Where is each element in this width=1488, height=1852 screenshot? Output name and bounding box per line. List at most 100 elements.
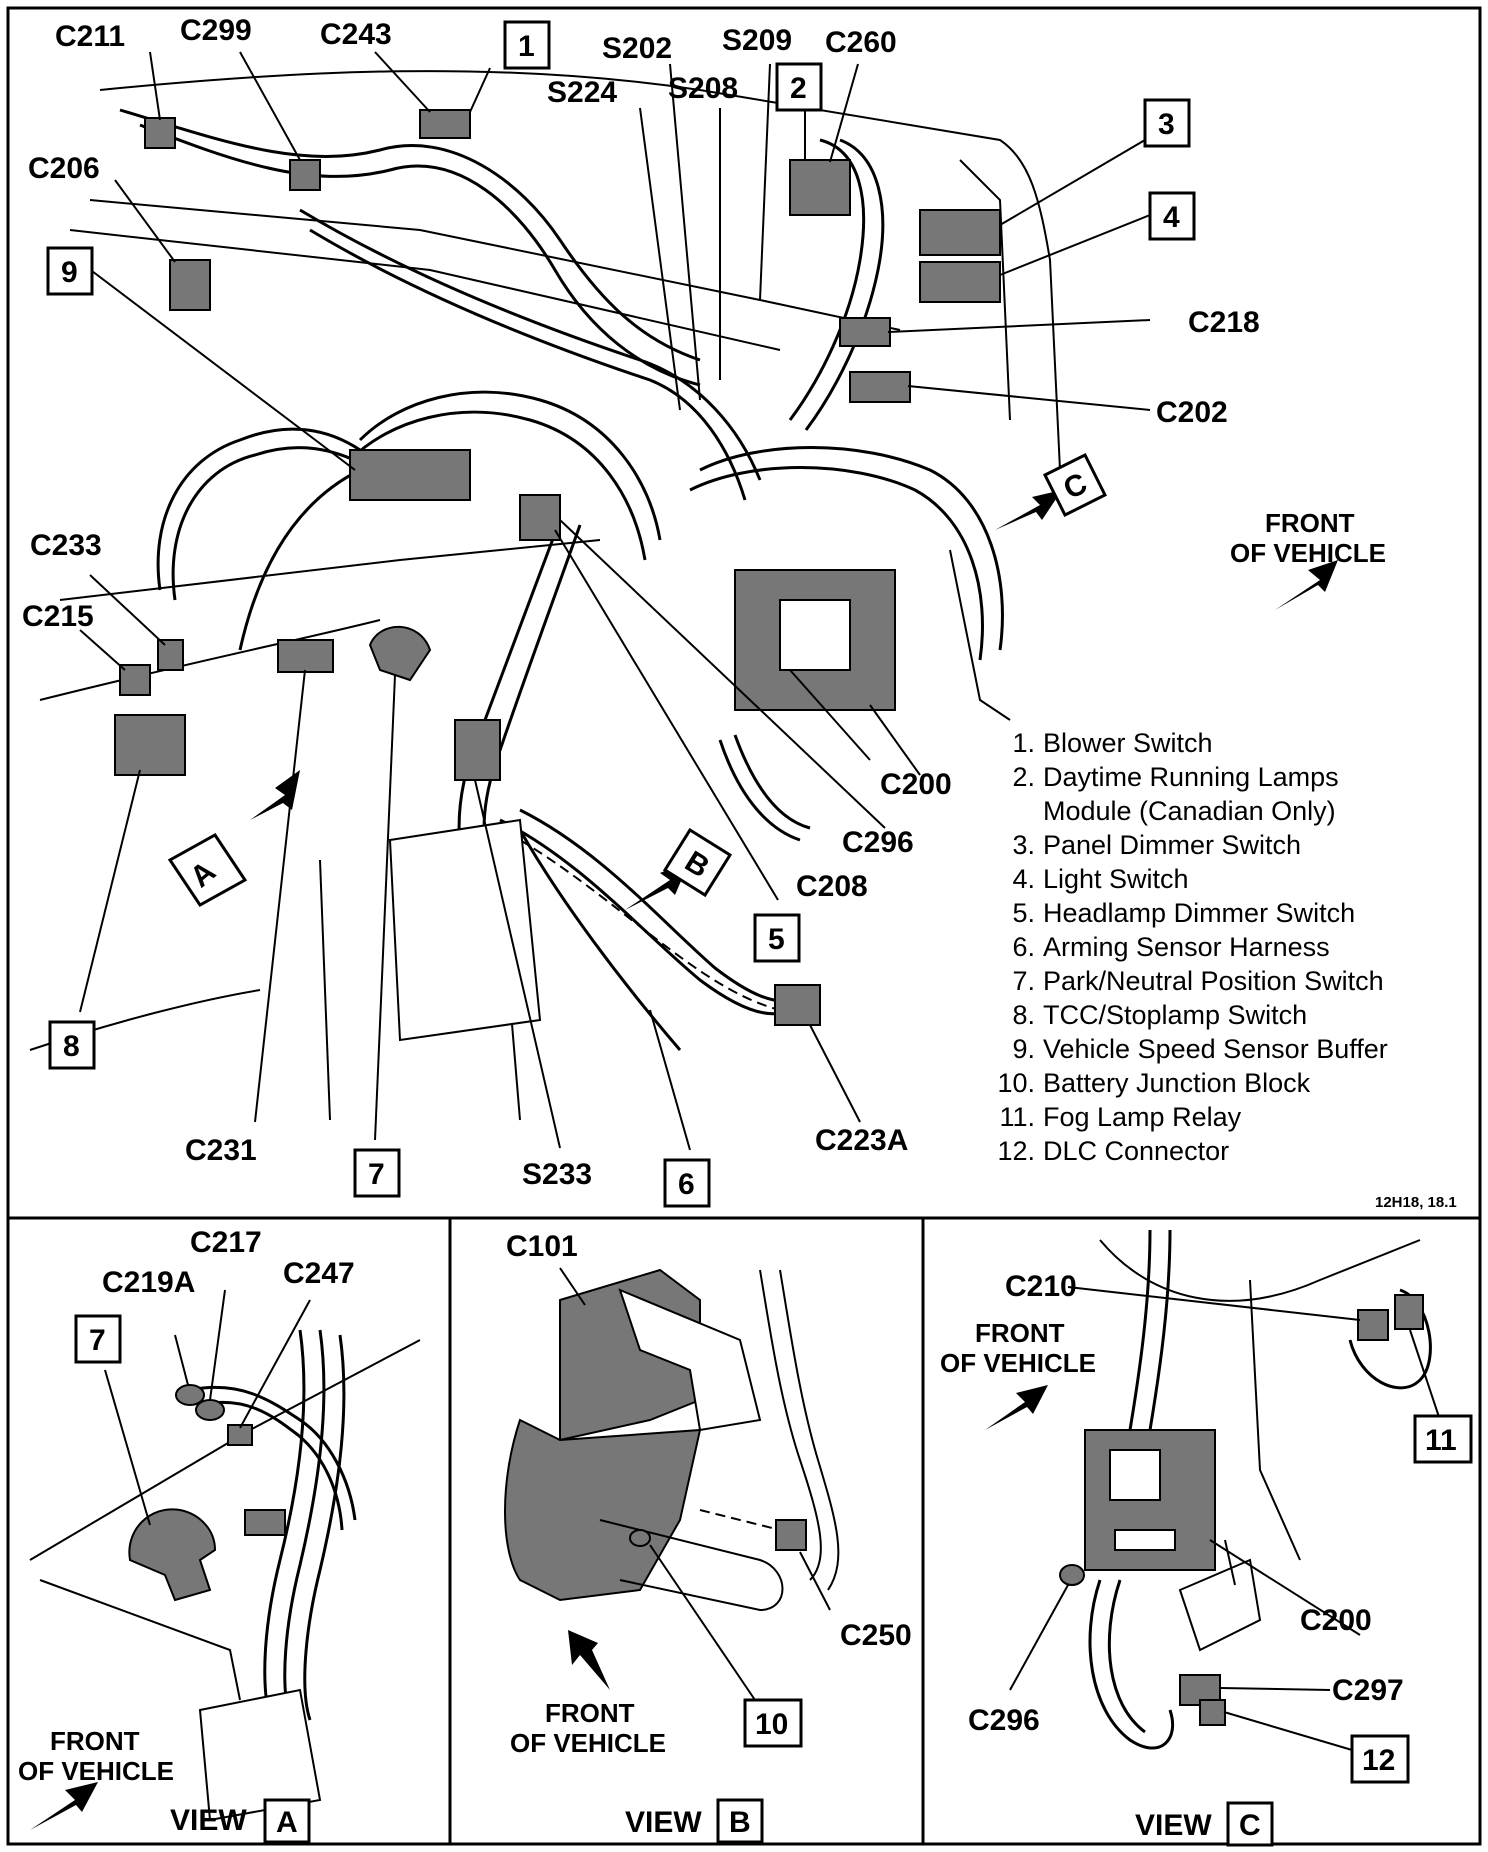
view-c: C210 C200 C296 C297 11 12 FRONT OF VEHIC… <box>940 1229 1473 1847</box>
number-3: 3 <box>1158 108 1175 141</box>
view-c-title-word: VIEW <box>1135 1809 1212 1842</box>
label-c208: C208 <box>796 870 868 903</box>
legend-num-4: 4. <box>1012 864 1035 894</box>
legend-text-2b: Module (Canadian Only) <box>1043 796 1336 826</box>
view-c-fog-lamp-relay <box>1394 1294 1424 1330</box>
label-c215: C215 <box>22 600 94 633</box>
view-c-label-c296: C296 <box>968 1704 1040 1737</box>
main-linework <box>29 70 1061 1121</box>
legend-num-2: 2. <box>1012 762 1035 792</box>
dlc-c200-face <box>779 599 851 671</box>
front-arrow-main <box>1275 560 1338 610</box>
view-c-c210-body <box>1357 1309 1389 1341</box>
view-a-label-c247: C247 <box>283 1257 355 1290</box>
legend-num-1: 1. <box>1012 728 1035 758</box>
view-arrow-b-box <box>662 827 733 898</box>
legend-text-11: Fog Lamp Relay <box>1043 1102 1242 1132</box>
view-b-label-c250: C250 <box>840 1619 912 1652</box>
front-of-vehicle-line1: FRONT <box>1265 508 1355 538</box>
view-arrows <box>167 452 1338 910</box>
view-a-label-c217: C217 <box>190 1226 262 1259</box>
legend-text-2: Daytime Running Lamps <box>1043 762 1339 792</box>
main-leader-lines <box>79 51 1151 1151</box>
label-s208: S208 <box>668 72 738 105</box>
front-of-vehicle-line2: OF VEHICLE <box>1230 538 1386 568</box>
view-b-c250-body <box>775 1519 807 1551</box>
label-c243: C243 <box>320 18 392 51</box>
view-b-number-10: 10 <box>755 1708 788 1741</box>
connector-c218-body <box>839 317 891 347</box>
legend-num-3: 3. <box>1012 830 1035 860</box>
legend-text-6: Arming Sensor Harness <box>1043 932 1330 962</box>
view-c-front-arrow <box>985 1385 1048 1430</box>
view-a-number-7: 7 <box>89 1324 106 1357</box>
view-c-label-c210: C210 <box>1005 1270 1077 1303</box>
label-s202: S202 <box>602 32 672 65</box>
view-c-front-line2: OF VEHICLE <box>940 1348 1096 1378</box>
legend-num-5: 5. <box>1012 898 1035 928</box>
legend-num-7: 7. <box>1012 966 1035 996</box>
label-c223a: C223A <box>815 1124 908 1157</box>
legend-num-11: 11. <box>999 1102 1035 1132</box>
view-b-label-c101: C101 <box>506 1230 578 1263</box>
number-8: 8 <box>63 1030 80 1063</box>
view-b-front-line2: OF VEHICLE <box>510 1728 666 1758</box>
label-c202: C202 <box>1156 396 1228 429</box>
number-2: 2 <box>790 72 807 105</box>
legend-num-8: 8. <box>1012 1000 1035 1030</box>
legend-text-12: DLC Connector <box>1043 1136 1229 1166</box>
connector-c202-body <box>849 371 911 403</box>
main-number-boxes <box>46 20 1196 1208</box>
connector-c208-body <box>519 494 561 541</box>
view-a-label-c219a: C219A <box>102 1266 195 1299</box>
legend-num-9: 9. <box>1012 1034 1035 1064</box>
legend-text-9: Vehicle Speed Sensor Buffer <box>1043 1034 1388 1064</box>
label-s209: S209 <box>722 24 792 57</box>
label-s224: S224 <box>547 76 617 109</box>
label-c218: C218 <box>1188 306 1260 339</box>
number-6: 6 <box>678 1168 695 1201</box>
label-c233: C233 <box>30 529 102 562</box>
number-1: 1 <box>518 30 535 63</box>
view-a-front-arrow <box>30 1782 98 1830</box>
legend-text-3: Panel Dimmer Switch <box>1043 830 1301 860</box>
view-c-front-line1: FRONT <box>975 1318 1065 1348</box>
legend-num-12: 12. <box>997 1136 1035 1166</box>
view-b-front-line1: FRONT <box>545 1698 635 1728</box>
view-b-front-arrow <box>568 1630 610 1690</box>
legend-text-4: Light Switch <box>1043 864 1189 894</box>
connector-c223a-body <box>774 984 821 1026</box>
connector-c233-body <box>157 639 184 671</box>
label-c211: C211 <box>55 20 125 53</box>
view-c-dlc-connector <box>1199 1699 1226 1726</box>
outer-frame <box>6 6 1482 1846</box>
view-b: C101 C250 10 FRONT OF VEHICLE VIEW B <box>504 1230 912 1844</box>
view-a: 7 C217 C219A C247 FRONT OF VEHICLE VIEW … <box>18 1226 421 1844</box>
number-5: 5 <box>768 923 785 956</box>
label-c299: C299 <box>180 14 252 47</box>
number-7: 7 <box>368 1158 385 1191</box>
label-c206: C206 <box>28 152 100 185</box>
view-a-front-line2: OF VEHICLE <box>18 1756 174 1786</box>
light-switch-body <box>919 209 1001 256</box>
legend-text-10: Battery Junction Block <box>1043 1068 1311 1098</box>
legend-num-6: 6. <box>1012 932 1035 962</box>
diagram-id: 12H18, 18.1 <box>1375 1194 1457 1211</box>
view-arrow-a-box <box>167 833 248 907</box>
connector-c260-body <box>789 159 851 216</box>
label-c200: C200 <box>880 768 952 801</box>
view-c-title-letter: C <box>1239 1809 1261 1842</box>
connector-c299-body <box>289 159 321 191</box>
view-c-c296-body <box>1059 1564 1085 1586</box>
view-arrow-c-box <box>1042 452 1108 518</box>
panel-dimmer-body <box>919 261 1001 303</box>
view-b-title-letter: B <box>729 1806 751 1839</box>
label-c296: C296 <box>842 826 914 859</box>
view-c-label-c297: C297 <box>1332 1674 1404 1707</box>
view-a-front-line1: FRONT <box>50 1726 140 1756</box>
legend-num-10: 10. <box>997 1068 1035 1098</box>
legend-text-1: Blower Switch <box>1043 728 1213 758</box>
view-b-title-word: VIEW <box>625 1806 702 1839</box>
vss-buffer-body <box>349 449 471 501</box>
